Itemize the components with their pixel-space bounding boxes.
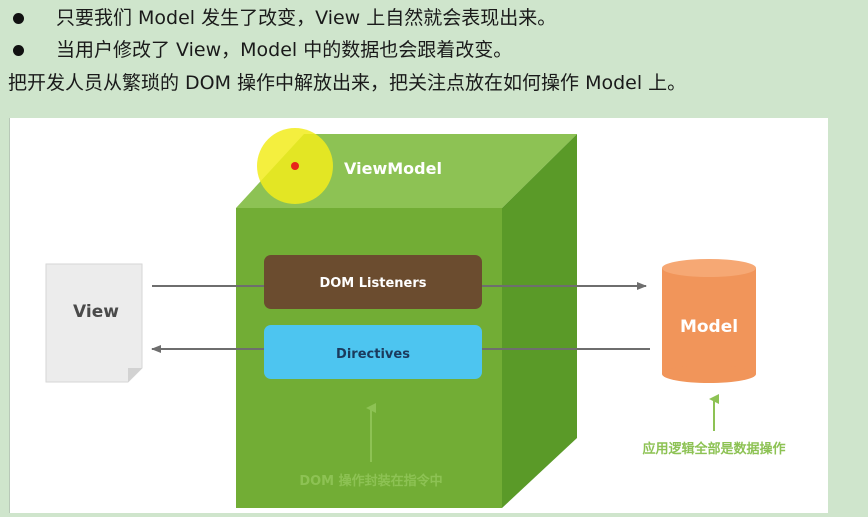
view-label: View [73, 302, 119, 322]
dom-listeners-label: DOM Listeners [319, 276, 426, 291]
model-caption: 应用逻辑全部是数据操作 [642, 441, 785, 457]
directives-label: Directives [336, 347, 410, 362]
cube-side-face [502, 134, 577, 508]
summary-line: 把开发人员从繁琐的 DOM 操作中解放出来，把关注点放在如何操作 Model 上… [8, 72, 687, 94]
dom-listeners-box: DOM Listeners [264, 255, 482, 309]
cursor-highlight-icon [257, 128, 333, 204]
bullet-line-2: 当用户修改了 View，Model 中的数据也会跟着改变。 [56, 39, 513, 61]
diagram-panel: ViewModel View DOM Listeners Directives [9, 118, 828, 513]
view-document: View [45, 263, 143, 383]
model-cylinder: Model [662, 259, 756, 383]
bullet-dot-2 [13, 45, 24, 56]
model-label: Model [680, 317, 738, 337]
view-document-shape [45, 263, 143, 383]
bullet-line-1: 只要我们 Model 发生了改变，View 上自然就会表现出来。 [56, 7, 557, 29]
text-block: 只要我们 Model 发生了改变，View 上自然就会表现出来。 当用户修改了 … [0, 0, 868, 110]
mvvm-diagram: ViewModel View DOM Listeners Directives [45, 128, 786, 508]
directives-box: Directives [264, 325, 482, 379]
dom-caption: DOM 操作封装在指令中 [299, 473, 442, 489]
viewmodel-label: ViewModel [344, 159, 442, 178]
bullet-dot-1 [13, 13, 24, 24]
